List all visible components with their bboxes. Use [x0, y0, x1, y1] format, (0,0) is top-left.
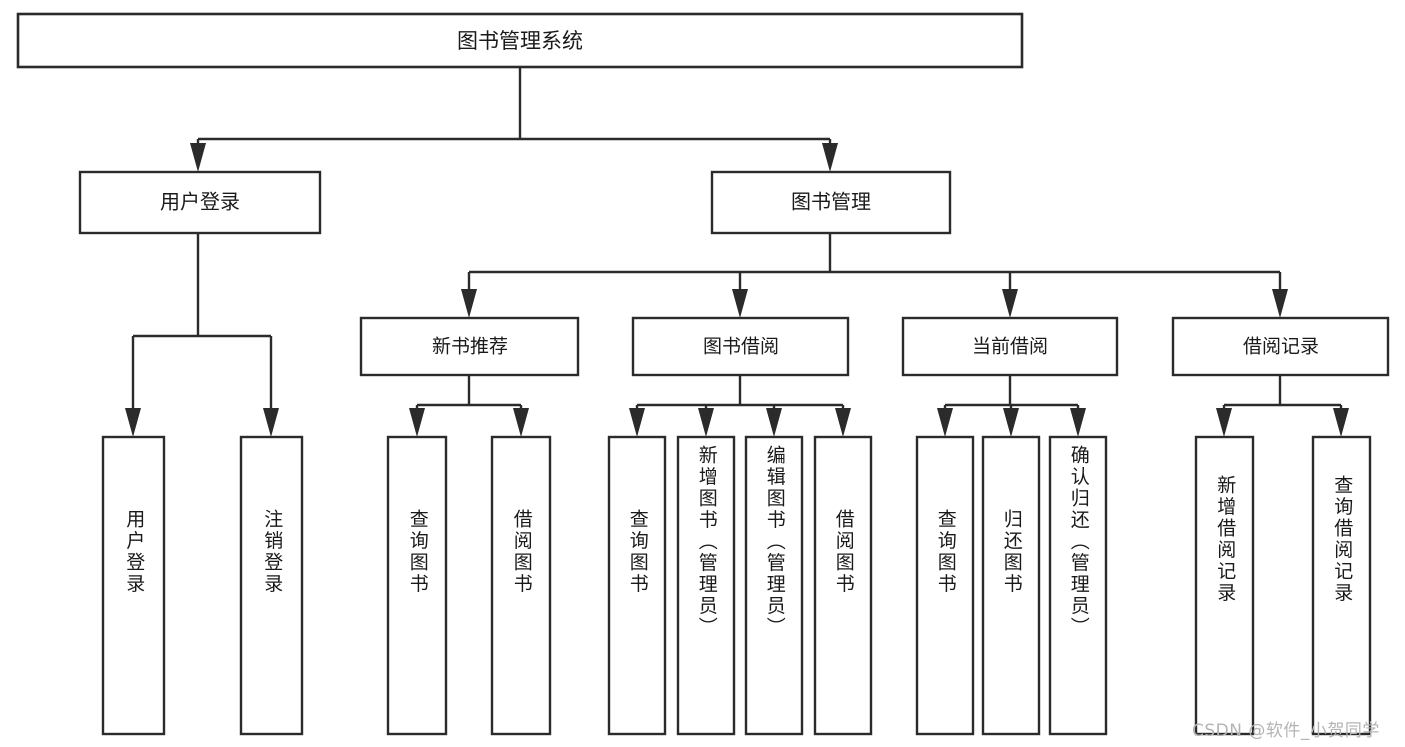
arrow-head-user-login: [190, 143, 206, 172]
node-leaf-borrow-book-2-box[interactable]: [813, 435, 873, 736]
node-root[interactable]: 图书管理系统: [16, 12, 1024, 69]
node-book-borrow-label: 图书借阅: [703, 336, 779, 358]
arrow-head-leaf-confirm-return: [1070, 408, 1086, 437]
node-leaf-query-record-box[interactable]: [1311, 435, 1372, 736]
node-new-book-recommend-box[interactable]: [359, 316, 580, 377]
arrow-head-borrow-record: [1272, 289, 1288, 318]
arrow-head-leaf-query-record: [1333, 408, 1349, 437]
node-current-borrow-box[interactable]: [901, 316, 1119, 377]
node-leaf-query-book-3-box[interactable]: [915, 435, 975, 736]
node-leaf-edit-book-box[interactable]: [744, 435, 804, 736]
node-leaf-user-logout-box[interactable]: [239, 435, 304, 736]
node-borrow-record-label: 借阅记录: [1243, 336, 1319, 358]
arrow-head-leaf-user-login: [125, 408, 141, 437]
node-leaf-user-login-box[interactable]: [101, 435, 166, 736]
node-borrow-record-box[interactable]: [1171, 316, 1390, 377]
connector-group-current-borrow: [937, 375, 1086, 437]
node-leaf-confirm-return-box[interactable]: [1048, 435, 1108, 736]
arrow-head-current-borrow: [1002, 289, 1018, 318]
node-leaf-return-book-box[interactable]: [981, 435, 1041, 736]
node-book-manage-label: 图书管理: [791, 190, 871, 214]
connector-group-borrow-record: [1216, 375, 1349, 437]
node-leaf-add-record-box[interactable]: [1194, 435, 1255, 736]
node-user-login-label: 用户登录: [160, 190, 240, 214]
node-book-manage-box[interactable]: [710, 170, 952, 235]
node-book-borrow-box[interactable]: [631, 316, 850, 377]
arrow-head-leaf-return-book: [1003, 408, 1019, 437]
arrow-head-leaf-query-book-3: [937, 408, 953, 437]
connector-group-book-manage: [461, 233, 1288, 318]
node-borrow-record[interactable]: 借阅记录: [1171, 316, 1390, 377]
node-leaf-query-book-2-box[interactable]: [607, 435, 667, 736]
node-book-manage[interactable]: 图书管理: [710, 170, 952, 235]
arrow-head-leaf-add-record: [1216, 408, 1232, 437]
node-new-book-recommend[interactable]: 新书推荐: [359, 316, 580, 377]
arrow-head-leaf-user-logout: [263, 408, 279, 437]
connector-group-book-borrow: [629, 375, 851, 437]
arrow-head-book-manage: [822, 143, 838, 172]
node-current-borrow[interactable]: 当前借阅: [901, 316, 1119, 377]
node-current-borrow-label: 当前借阅: [972, 336, 1048, 358]
connector-group-user-login: [125, 233, 279, 437]
node-root-box[interactable]: [16, 12, 1024, 69]
arrow-head-leaf-query-book-1: [409, 408, 425, 437]
arrow-head-leaf-query-book-2: [629, 408, 645, 437]
csdn-watermark: CSDN @软件_小贺同学: [1192, 721, 1380, 741]
node-new-book-recommend-label: 新书推荐: [432, 336, 508, 358]
arrow-head-leaf-borrow-book-1: [513, 408, 529, 437]
node-user-login-box[interactable]: [78, 170, 322, 235]
leaf-box-group: [101, 435, 1372, 736]
arrow-head-book-borrow: [732, 289, 748, 318]
node-leaf-query-book-1-box[interactable]: [386, 435, 448, 736]
connector-group-new-book-recommend: [409, 375, 529, 437]
node-user-login[interactable]: 用户登录: [78, 170, 322, 235]
arrow-head-leaf-edit-book: [766, 408, 782, 437]
node-book-borrow[interactable]: 图书借阅: [631, 316, 850, 377]
arrow-head-leaf-borrow-book-2: [835, 408, 851, 437]
node-root-label: 图书管理系统: [457, 29, 583, 53]
node-leaf-borrow-book-1-box[interactable]: [490, 435, 552, 736]
node-leaf-add-book-box[interactable]: [676, 435, 736, 736]
connector-group-root: [190, 67, 838, 172]
arrow-head-new-book-recommend: [461, 289, 477, 318]
arrow-head-leaf-add-book: [698, 408, 714, 437]
